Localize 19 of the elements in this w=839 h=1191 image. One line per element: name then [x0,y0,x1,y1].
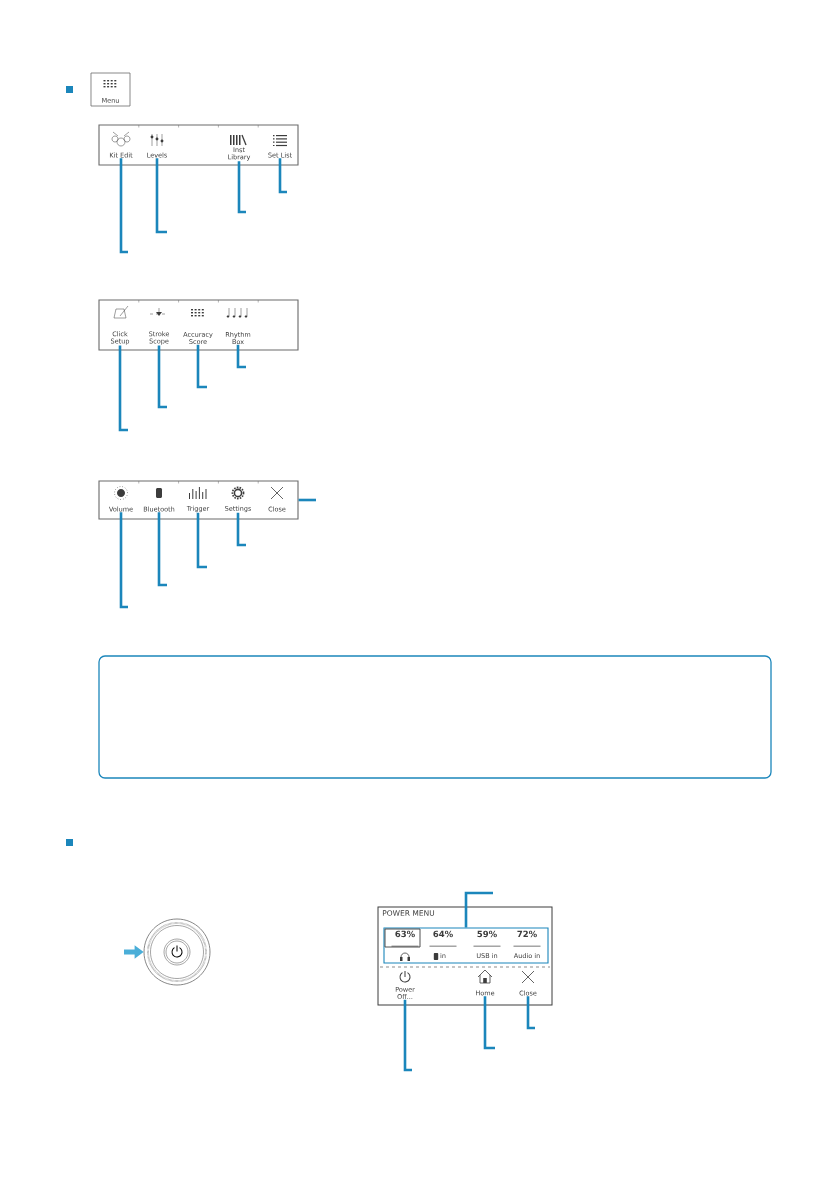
leader-line [464,891,493,928]
leader-line [483,996,495,1050]
leader-line [196,344,207,389]
leader-line [119,158,128,254]
leader-line [119,512,128,609]
leader-line [403,999,412,1072]
leader-line [278,158,287,194]
level-meter: 63% [391,930,419,947]
leader-line [155,158,167,234]
leader-line [298,498,316,502]
leader-line [157,512,167,587]
leader-line [118,345,128,432]
leader-line [236,344,246,369]
leader-line [196,512,207,569]
power-button [143,918,211,986]
leader-line [237,161,246,214]
leader-line [526,996,535,1030]
leader-line [157,345,167,409]
leader-line [236,512,246,547]
